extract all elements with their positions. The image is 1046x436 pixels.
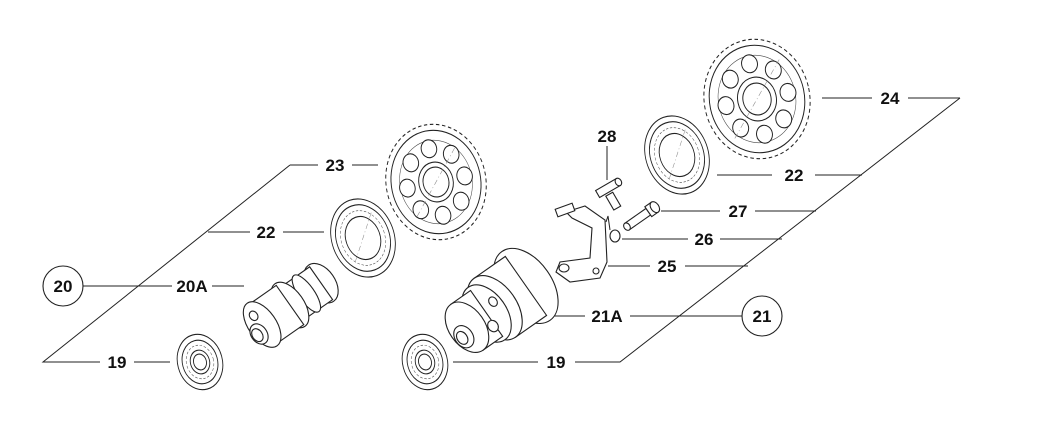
- pin-27: [623, 201, 661, 231]
- bearing-22-left: [330, 198, 396, 278]
- callout-21A: 21A: [591, 307, 622, 326]
- camshaft-20A: [242, 262, 339, 348]
- left-group: 20 23 22 20A 19: [41, 123, 487, 391]
- bearing-22-right: [644, 115, 710, 195]
- assembly-21-circle: [741, 295, 783, 337]
- assembly-20-circle: [42, 265, 84, 307]
- callout-22-right: 22: [785, 166, 804, 185]
- sprocket-24: [703, 38, 811, 160]
- bearing-19-left: [176, 333, 224, 391]
- callout-20A: 20A: [176, 277, 207, 296]
- bearing-19-right: [401, 333, 449, 391]
- callout-24: 24: [881, 89, 900, 108]
- spring-26: [605, 215, 621, 243]
- assembly-21-label: 21: [753, 307, 772, 326]
- sprocket-23: [385, 123, 487, 241]
- callout-19-left: 19: [108, 353, 127, 372]
- callout-27: 27: [729, 202, 748, 221]
- assembly-21-badge: 21: [741, 295, 783, 337]
- callout-19-right: 19: [547, 353, 566, 372]
- lever-25: [554, 202, 608, 283]
- assembly-20-badge: 20: [42, 265, 84, 307]
- callout-28: 28: [598, 127, 617, 146]
- camshaft-21A: [444, 247, 559, 353]
- callout-22-left: 22: [257, 223, 276, 242]
- callout-23: 23: [326, 156, 345, 175]
- callout-25: 25: [658, 257, 677, 276]
- right-group: 21 24 22 27 26 25 28 21A 19: [401, 38, 961, 391]
- assembly-20-label: 20: [54, 277, 73, 296]
- pin-28: [594, 177, 623, 211]
- callout-26: 26: [695, 230, 714, 249]
